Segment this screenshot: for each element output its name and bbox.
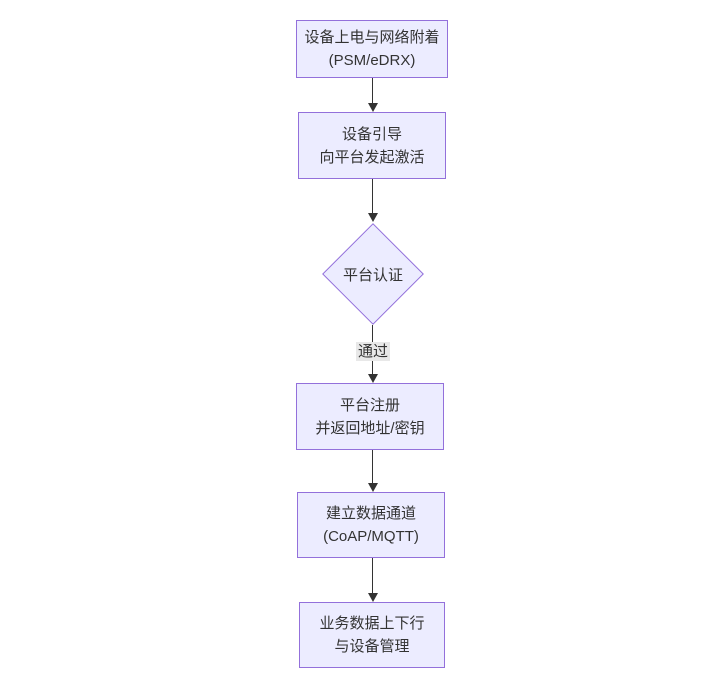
edge-line — [372, 558, 373, 593]
edge-line — [372, 78, 373, 103]
flowchart-node-business-data: 业务数据上下行 与设备管理 — [299, 602, 445, 668]
node-label-line: 向平台发起激活 — [319, 148, 425, 166]
flowchart-node-bootstrap: 设备引导 向平台发起激活 — [298, 112, 446, 179]
node-label-line: 设备上电与网络附着 — [304, 29, 440, 46]
edge-arrowhead-icon — [368, 483, 378, 492]
node-label-line: 设备引导 — [341, 125, 402, 143]
edge-line — [372, 450, 373, 483]
edge-arrowhead-icon — [368, 593, 378, 602]
flowchart-node-data-channel: 建立数据通道 (CoAP/MQTT) — [297, 492, 445, 558]
node-label-line: 业务数据上下行 — [319, 615, 425, 632]
node-label-line: 并返回地址/密钥 — [315, 419, 425, 437]
node-label-line: (CoAP/MQTT) — [323, 528, 419, 545]
flowchart-decision-platform-auth: 平台认证 — [322, 223, 424, 325]
edge-arrowhead-icon — [368, 213, 378, 222]
edge-arrowhead-icon — [368, 103, 378, 112]
node-label-line: 平台认证 — [342, 266, 403, 284]
node-label-line: 建立数据通道 — [325, 505, 416, 522]
edge-arrowhead-icon — [368, 374, 378, 383]
flowchart-node-power-attach: 设备上电与网络附着 (PSM/eDRX) — [296, 20, 448, 78]
flowchart-node-platform-register: 平台注册 并返回地址/密钥 — [296, 383, 444, 450]
node-label-line: (PSM/eDRX) — [328, 52, 416, 69]
edge-label-pass: 通过 — [355, 342, 391, 361]
edge-line — [372, 179, 373, 213]
node-label-line: 平台注册 — [339, 396, 400, 414]
node-label-line: 与设备管理 — [334, 638, 410, 655]
